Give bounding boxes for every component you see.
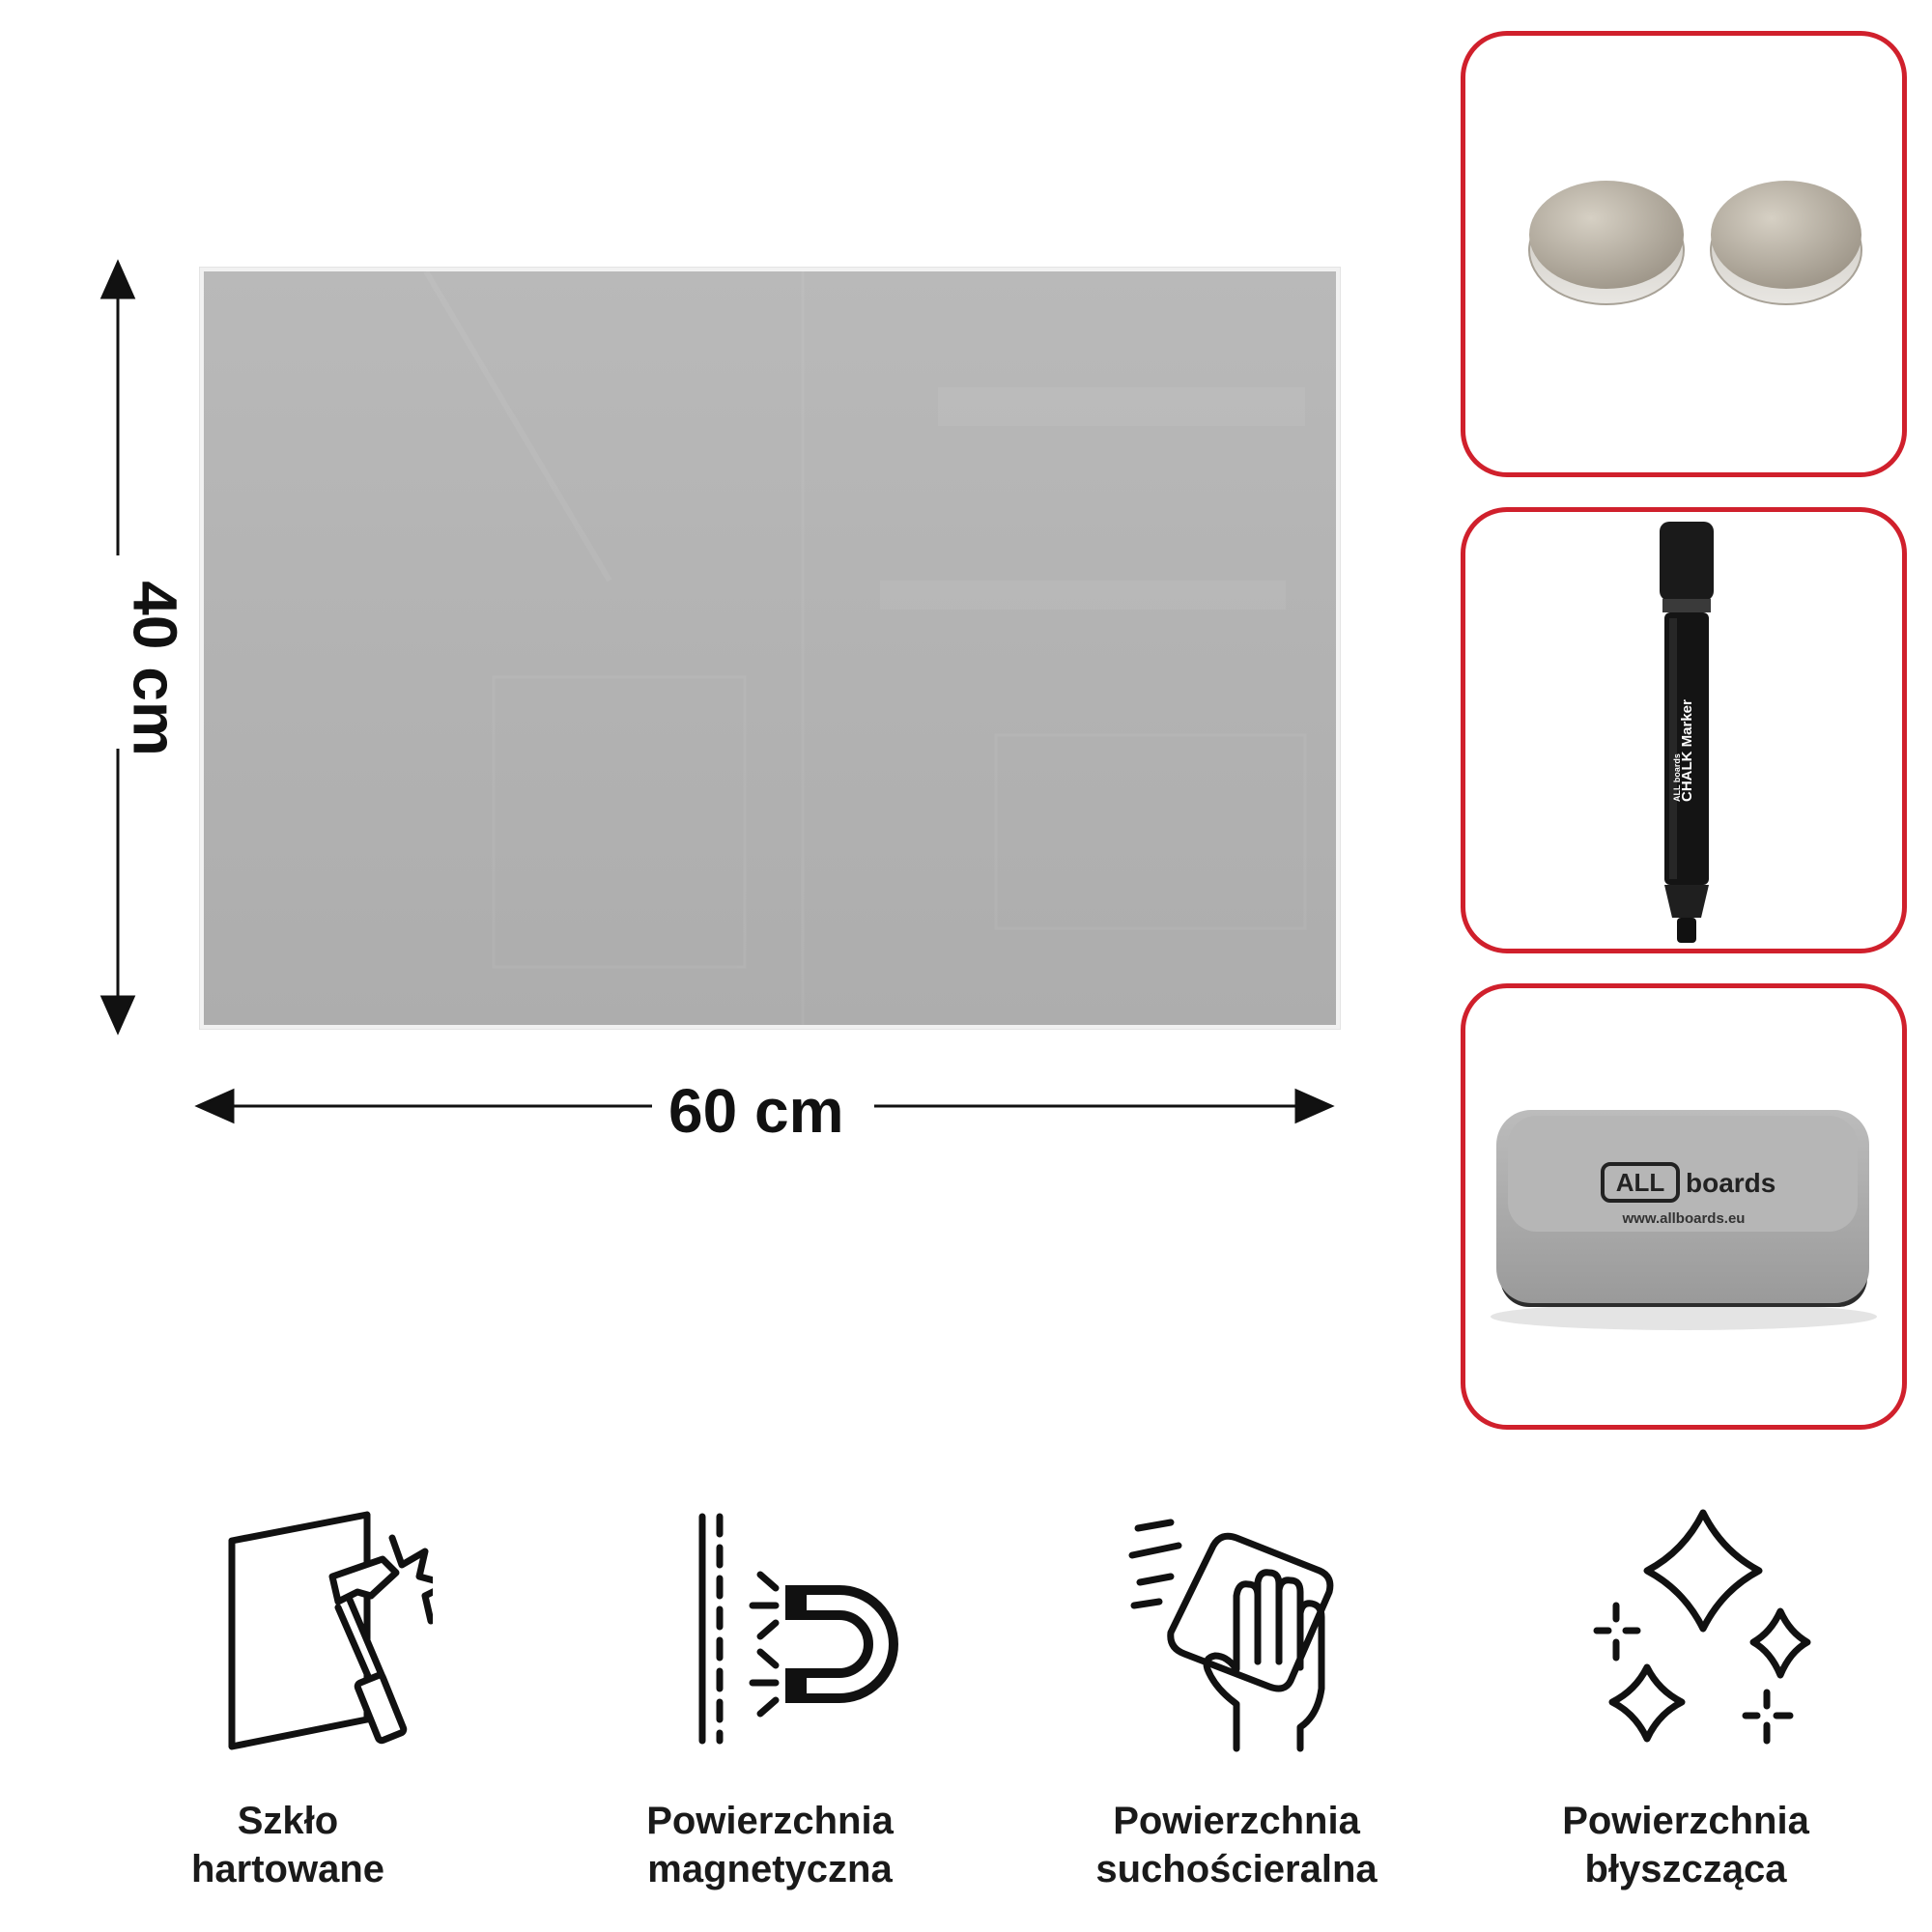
magnet-left	[1528, 181, 1685, 305]
accessory-magnets	[1461, 31, 1907, 477]
eraser-url: www.allboards.eu	[1622, 1210, 1746, 1227]
feature-label-magnetic: Powierzchnia magnetyczna	[646, 1800, 894, 1890]
dimension-arrows	[99, 259, 1335, 1124]
glass-board	[200, 268, 1340, 1029]
feature-glossy: Powierzchnia błyszcząca	[1512, 1488, 1860, 1893]
width-label: 60 cm	[657, 1080, 856, 1142]
feature-label-dry-erase: Powierzchnia suchościeralna	[1095, 1800, 1378, 1890]
board-reflection	[423, 271, 1307, 1025]
hammer-glass-icon	[228, 1511, 433, 1750]
magnets-image	[1528, 181, 1862, 305]
eraser-logo-text: boards	[1686, 1168, 1776, 1198]
eraser-image: ALL boards www.allboards.eu	[1491, 1110, 1877, 1330]
sparkle-icon	[1593, 1509, 1811, 1745]
accessory-eraser: ALL boards www.allboards.eu	[1461, 983, 1907, 1430]
height-label: 40 cm	[121, 571, 190, 766]
marker-label: CHALK Marker	[1679, 699, 1695, 802]
marker-brand: ALL boards	[1672, 753, 1682, 802]
feature-tempered-glass: Szkło hartowane	[114, 1488, 462, 1893]
accessory-marker: CHALK Marker ALL boards	[1461, 507, 1907, 953]
magnet-icon	[698, 1513, 898, 1745]
marker-image: CHALK Marker ALL boards	[1660, 522, 1714, 943]
wipe-hand-icon	[1128, 1519, 1334, 1752]
eraser-logo-box: ALL	[1616, 1168, 1665, 1197]
feature-magnetic: Powierzchnia magnetyczna	[596, 1488, 944, 1893]
feature-label-glass: Szkło hartowane	[190, 1800, 385, 1890]
feature-dry-erase: Powierzchnia suchościeralna	[1063, 1488, 1410, 1893]
feature-label-glossy: Powierzchnia błyszcząca	[1562, 1800, 1809, 1890]
magnet-right	[1710, 181, 1862, 305]
